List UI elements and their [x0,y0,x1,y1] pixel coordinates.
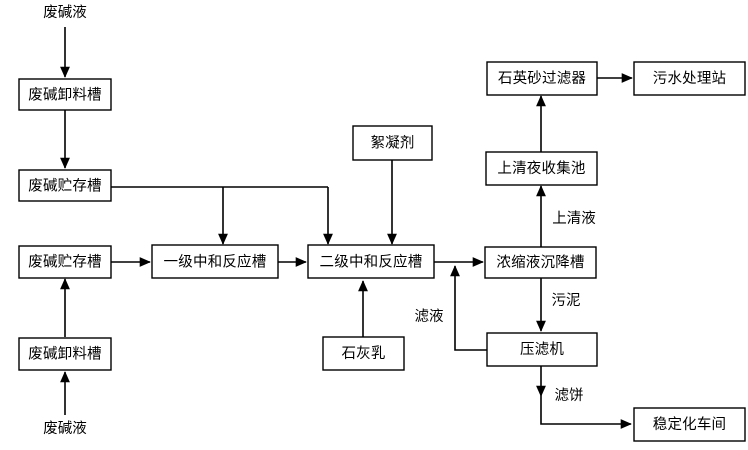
node-box [352,125,433,161]
label-filter-cake: 滤饼 [555,387,584,404]
node-box [486,332,598,367]
node-label: 絮凝剂 [370,135,414,152]
node-label: 废碱卸料槽 [28,87,102,104]
node-waste-alkali-storage-bottom: 废碱贮存槽 [18,245,112,279]
node-box [18,337,112,371]
node-box [484,246,597,279]
node-quartz-sand-filter: 石英砂过滤器 [486,61,598,96]
node-primary-neutralization-tank: 一级中和反应槽 [151,244,279,279]
label-supernatant: 上清液 [552,210,596,227]
edge-filter-cake-to-stabilization-workshop [540,396,632,429]
node-waste-alkali-storage-top: 废碱贮存槽 [18,169,112,202]
node-concentrate-settling-tank: 浓缩液沉降槽 [484,246,597,279]
node-label: 石灰乳 [341,345,385,362]
node-label: 上清夜收集池 [497,160,585,177]
node-label: 压滤机 [520,341,564,358]
node-box [18,169,112,202]
node-label: 废碱贮存槽 [28,178,102,195]
label-feed-bottom: 废碱液 [43,420,87,437]
node-box [486,61,598,96]
node-label: 浓缩液沉降槽 [496,254,584,271]
edge-filtrate-recycle [450,265,487,351]
node-stabilization-workshop: 稳定化车间 [633,407,746,442]
node-box [633,407,746,442]
node-label: 稳定化车间 [653,416,727,433]
node-box [633,61,746,96]
node-secondary-neutralization-tank: 二级中和反应槽 [307,244,435,279]
node-label: 石英砂过滤器 [498,69,586,87]
node-label: 一级中和反应槽 [164,253,267,271]
node-filter-press: 压滤机 [486,332,598,367]
node-label: 废碱卸料槽 [28,346,102,363]
node-label: 二级中和反应槽 [320,253,423,271]
node-box [322,336,405,371]
label-feed-top: 废碱液 [43,4,87,21]
node-box [307,244,435,279]
label-sludge: 污泥 [552,292,581,309]
node-flocculant: 絮凝剂 [352,125,433,161]
node-box [151,244,279,279]
node-box [18,78,112,111]
node-lime-milk: 石灰乳 [322,336,405,371]
node-waste-alkali-unload-bottom: 废碱卸料槽 [18,337,112,371]
node-supernatant-collection-pool: 上清夜收集池 [485,151,598,186]
node-label: 污水处理站 [653,70,727,87]
label-filtrate: 滤液 [415,308,444,325]
node-box [18,245,112,279]
node-sewage-treatment-station: 污水处理站 [633,61,746,96]
node-box [485,151,598,186]
node-label: 废碱贮存槽 [28,254,102,271]
node-waste-alkali-unload-top: 废碱卸料槽 [18,78,112,111]
